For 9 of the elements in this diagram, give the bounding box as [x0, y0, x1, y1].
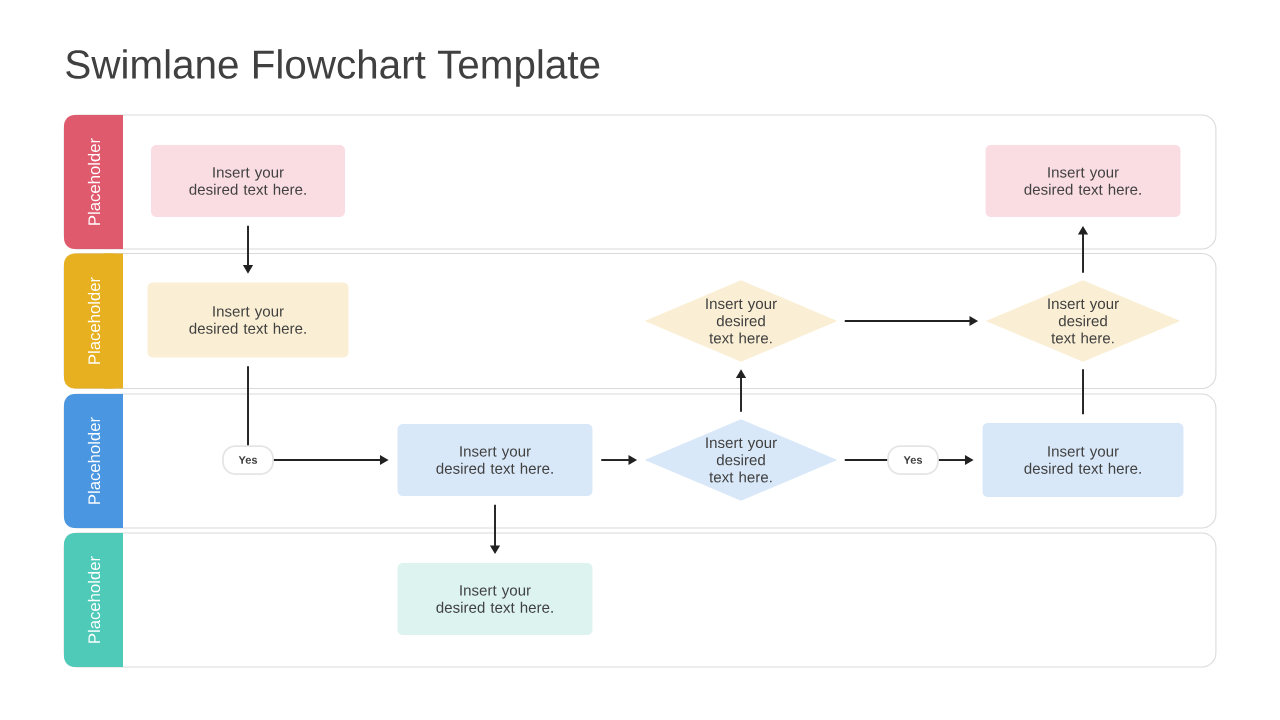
yes-label: Yes [222, 445, 274, 475]
process-box: Insert your desired text here. [147, 282, 349, 358]
process-box: Insert your desired text here. [397, 424, 593, 496]
title: Swimlane Flowchart Template [66, 49, 600, 87]
process-box: Insert your desired text here. [397, 563, 593, 635]
process-box: Insert your desired text here. [985, 145, 1181, 217]
yes-label: Yes [887, 445, 939, 475]
process-box: Insert your desired text here. [982, 423, 1184, 497]
process-box: Insert your desired text here. [151, 145, 345, 217]
